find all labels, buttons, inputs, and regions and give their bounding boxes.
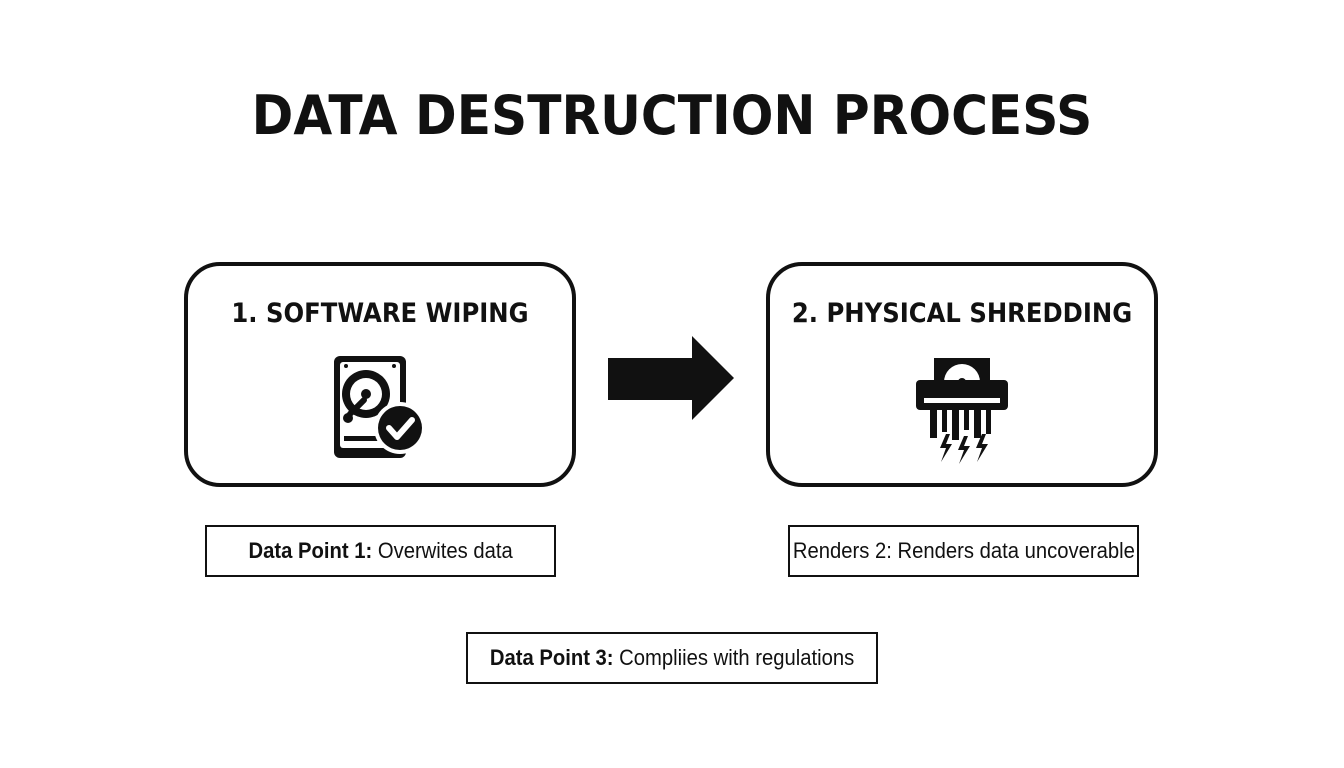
data-point-2: Renders 2: Renders data uncoverable: [788, 525, 1139, 577]
data-point-label: Data Point 3:: [489, 645, 614, 670]
data-point-3: Data Point 3: Compliies with regulations: [466, 632, 878, 684]
data-point-text: Compliies with regulations: [613, 645, 855, 670]
data-point-label: Data Point 1:: [248, 538, 373, 563]
hard-drive-check-icon: [330, 352, 430, 467]
step-card-physical-shredding: 2. PHYSICAL SHREDDING: [766, 262, 1158, 487]
data-point-1: Data Point 1: Overwites data: [205, 525, 556, 577]
shredder-icon: [912, 352, 1012, 473]
step-title: 1. SOFTWARE WIPING: [231, 298, 529, 329]
step-title: 2. PHYSICAL SHREDDING: [791, 298, 1133, 329]
data-point-text: Overwites data: [372, 538, 513, 563]
right-arrow-icon: [608, 336, 736, 425]
page-title: DATA DESTRUCTION PROCESS: [251, 84, 1093, 147]
step-card-software-wiping: 1. SOFTWARE WIPING: [184, 262, 576, 487]
data-point-text: Renders 2: Renders data uncoverable: [792, 538, 1135, 563]
